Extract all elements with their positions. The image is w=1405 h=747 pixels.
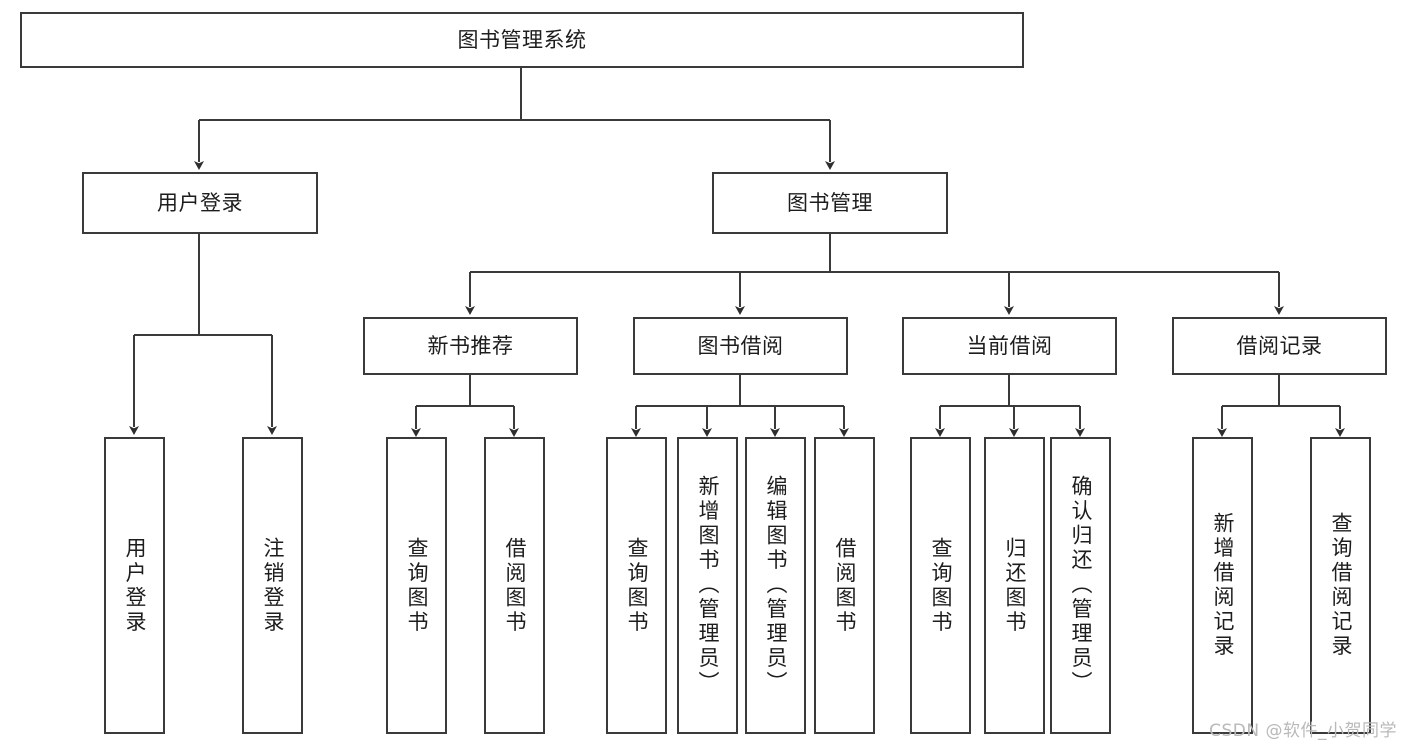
node-root-label: 图书管理系统: [457, 27, 587, 52]
node-leaf-user-login[interactable]: 用户登录: [104, 437, 165, 734]
node-leaf-add-book[interactable]: 新增图书（管理员）: [677, 437, 738, 734]
node-leaf-add-record[interactable]: 新增借阅记录: [1192, 437, 1253, 734]
node-current-borrow[interactable]: 当前借阅: [902, 317, 1117, 375]
node-leaf-query-book-3[interactable]: 查询图书: [910, 437, 971, 734]
node-leaf-borrow-book-1-label: 借阅图书: [503, 536, 527, 635]
node-book-manage-label: 图书管理: [787, 190, 873, 215]
node-leaf-add-book-label: 新增图书（管理员）: [696, 475, 720, 696]
node-root[interactable]: 图书管理系统: [20, 12, 1024, 68]
node-borrow-records[interactable]: 借阅记录: [1172, 317, 1387, 375]
node-leaf-logout[interactable]: 注销登录: [242, 437, 303, 734]
node-user-login-label: 用户登录: [157, 190, 243, 215]
node-leaf-edit-book[interactable]: 编辑图书（管理员）: [745, 437, 806, 734]
node-leaf-query-record[interactable]: 查询借阅记录: [1310, 437, 1371, 734]
node-leaf-add-record-label: 新增借阅记录: [1211, 512, 1235, 659]
node-current-borrow-label: 当前借阅: [966, 333, 1053, 358]
node-leaf-confirm-return[interactable]: 确认归还（管理员）: [1050, 437, 1111, 734]
node-new-book-recommend[interactable]: 新书推荐: [363, 317, 578, 375]
node-leaf-user-login-label: 用户登录: [123, 536, 147, 635]
node-book-manage[interactable]: 图书管理: [712, 172, 948, 234]
node-leaf-borrow-book-2[interactable]: 借阅图书: [814, 437, 875, 734]
watermark-text: CSDN @软件_小贺同学: [1209, 721, 1397, 741]
node-leaf-return-book-label: 归还图书: [1003, 536, 1027, 635]
node-leaf-logout-label: 注销登录: [261, 536, 285, 635]
node-leaf-query-book-1-label: 查询图书: [405, 536, 429, 635]
node-leaf-query-book-2-label: 查询图书: [625, 536, 649, 635]
node-leaf-query-book-1[interactable]: 查询图书: [386, 437, 447, 734]
node-book-borrow[interactable]: 图书借阅: [633, 317, 848, 375]
node-leaf-query-book-3-label: 查询图书: [929, 536, 953, 635]
node-leaf-edit-book-label: 编辑图书（管理员）: [764, 475, 788, 696]
node-book-borrow-label: 图书借阅: [697, 333, 784, 358]
node-leaf-confirm-return-label: 确认归还（管理员）: [1069, 475, 1093, 696]
node-user-login[interactable]: 用户登录: [82, 172, 318, 234]
node-leaf-query-book-2[interactable]: 查询图书: [606, 437, 667, 734]
node-leaf-query-record-label: 查询借阅记录: [1329, 512, 1353, 659]
node-new-book-recommend-label: 新书推荐: [427, 333, 514, 358]
node-borrow-records-label: 借阅记录: [1236, 333, 1323, 358]
node-leaf-borrow-book-2-label: 借阅图书: [833, 536, 857, 635]
node-leaf-return-book[interactable]: 归还图书: [984, 437, 1045, 734]
node-leaf-borrow-book-1[interactable]: 借阅图书: [484, 437, 545, 734]
